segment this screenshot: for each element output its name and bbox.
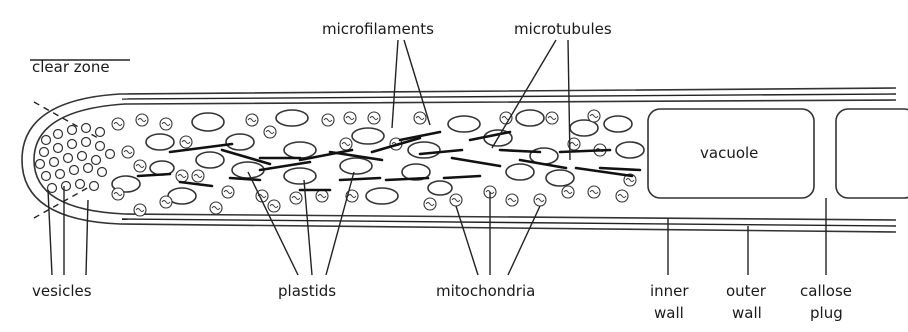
vesicle (68, 140, 77, 149)
vesicle (40, 148, 49, 157)
label-inner-wall-line2: wall (654, 304, 684, 322)
vesicle (96, 128, 105, 137)
plastid (226, 134, 254, 150)
vesicle (54, 130, 63, 139)
filament (138, 174, 170, 176)
vesicle (78, 152, 87, 161)
plastid (352, 128, 384, 144)
filament (444, 176, 480, 178)
vesicle (98, 168, 107, 177)
label-plastids: plastids (278, 282, 336, 300)
filament (180, 182, 212, 186)
plastid (146, 134, 174, 150)
filament (230, 178, 260, 180)
plastid (340, 158, 372, 174)
filament (452, 158, 500, 166)
plastid (616, 142, 644, 158)
plastid (366, 188, 398, 204)
plastid (284, 142, 316, 158)
vesicle (42, 172, 51, 181)
leader-vesicles-3 (86, 200, 88, 275)
vesicle (68, 126, 77, 135)
vesicle (84, 164, 93, 173)
vesicles-group (36, 124, 115, 193)
plastid (448, 116, 480, 132)
plastid (408, 142, 440, 158)
vesicle (82, 124, 91, 133)
plastid (506, 164, 534, 180)
filament (600, 168, 640, 170)
leader-vesicles-1 (48, 190, 52, 275)
vesicle (54, 144, 63, 153)
plastid (196, 152, 224, 168)
plastid (546, 170, 574, 186)
plastid (284, 168, 316, 184)
vesicle (64, 154, 73, 163)
vesicle (76, 180, 85, 189)
plastid (276, 110, 308, 126)
leader-plastids-2 (304, 180, 312, 275)
label-vacuole: vacuole (700, 144, 758, 162)
vesicle (56, 170, 65, 179)
label-callose-plug-line2: plug (810, 304, 843, 322)
label-inner-wall-line1: inner (650, 282, 689, 300)
vesicle (50, 158, 59, 167)
vesicle (96, 142, 105, 151)
label-clear-zone: clear zone (32, 58, 110, 76)
vesicle (36, 160, 45, 169)
vesicle (106, 150, 115, 159)
plastid (192, 113, 224, 131)
label-outer-wall-line1: outer (726, 282, 767, 300)
vesicle (70, 166, 79, 175)
plastid (604, 116, 632, 132)
label-outer-wall-line2: wall (732, 304, 762, 322)
label-microfilaments: microfilaments (322, 20, 434, 38)
label-vesicles: vesicles (32, 282, 92, 300)
vesicle (90, 182, 99, 191)
plastid (516, 110, 544, 126)
filament (340, 178, 380, 180)
vesicle (92, 156, 101, 165)
vesicle (62, 182, 71, 191)
leader-microfilaments-1 (392, 40, 398, 128)
wall-inner-line (122, 94, 896, 99)
plastid (428, 181, 452, 195)
leader-microtubules-1 (492, 40, 556, 148)
label-mitochondria: mitochondria (436, 282, 535, 300)
label-callose-plug-line1: callose (800, 282, 852, 300)
vesicle (42, 136, 51, 145)
vesicle (48, 184, 57, 193)
label-microtubules: microtubules (514, 20, 612, 38)
vacuole-2 (836, 109, 908, 198)
leader-plastids-3 (326, 172, 354, 275)
vesicle (82, 138, 91, 147)
leader-plastids-1 (248, 172, 298, 275)
